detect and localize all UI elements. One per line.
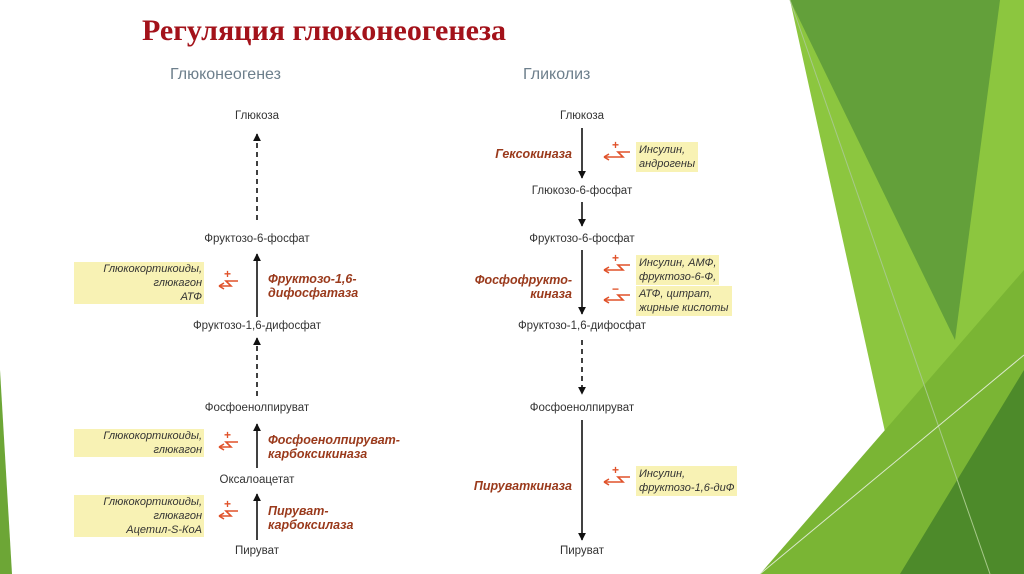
gly-node-fructose-6-phosphate: Фруктозо-6-фосфат xyxy=(529,233,634,245)
gng-node-glucose: Глюкоза xyxy=(235,110,279,122)
gng-reg-sign-3: + xyxy=(224,498,231,510)
gng-node-oxaloacetate: Оксалоацетат xyxy=(220,474,295,486)
gly-reg-sign-3: − xyxy=(612,283,619,295)
gng-reg-sign-2: + xyxy=(224,429,231,441)
gly-enzyme-phosphofructokinase: Фосфофрукто- киназа xyxy=(432,273,572,301)
gly-node-fructose-1-6-bisphosphate: Фруктозо-1,6-дифосфат xyxy=(518,320,646,332)
gly-reg-sign-1: + xyxy=(612,139,619,151)
gng-reg-sign-1: + xyxy=(224,268,231,280)
gng-node-phosphoenolpyruvate: Фосфоенолпируват xyxy=(205,402,309,414)
gly-regulator-2: Инсулин, АМФ, фруктозо-6-Ф, xyxy=(636,255,719,285)
gly-node-glucose: Глюкоза xyxy=(560,110,604,122)
gng-node-fructose-6-phosphate: Фруктозо-6-фосфат xyxy=(204,233,309,245)
gly-enzyme-pyruvate-kinase: Пируваткиназа xyxy=(432,479,572,493)
gly-regulator-3: АТФ, цитрат, жирные кислоты xyxy=(636,286,732,316)
gng-regulator-3: Глюкокортикоиды, глюкагон Ацетил-S-КоА xyxy=(74,495,204,537)
gly-reg-sign-4: + xyxy=(612,464,619,476)
gng-enzyme-pep-carboxykinase: Фосфоенолпируват- карбоксикиназа xyxy=(268,433,400,461)
gly-enzyme-hexokinase: Гексокиназа xyxy=(454,147,572,161)
gly-reg-sign-2: + xyxy=(612,252,619,264)
gng-enzyme-pyruvate-carboxylase: Пируват- карбоксилаза xyxy=(268,504,353,532)
gly-node-pyruvate: Пируват xyxy=(560,545,604,557)
gly-regulator-4: Инсулин, фруктозо-1,6-диФ xyxy=(636,466,737,496)
gng-regulator-1: Глюкокортикоиды, глюкагон АТФ xyxy=(74,262,204,304)
gng-enzyme-fructose-bisphosphatase: Фруктозо-1,6- дифосфатаза xyxy=(268,272,358,300)
gng-regulator-2: Глюкокортикоиды, глюкагон xyxy=(74,429,204,457)
gng-node-fructose-1-6-bisphosphate: Фруктозо-1,6-дифосфат xyxy=(193,320,321,332)
gly-node-glucose-6-phosphate: Глюкозо-6-фосфат xyxy=(532,185,632,197)
gly-regulator-1: Инсулин, андрогены xyxy=(636,142,698,172)
gly-node-phosphoenolpyruvate: Фосфоенолпируват xyxy=(530,402,634,414)
gng-node-pyruvate: Пируват xyxy=(235,545,279,557)
